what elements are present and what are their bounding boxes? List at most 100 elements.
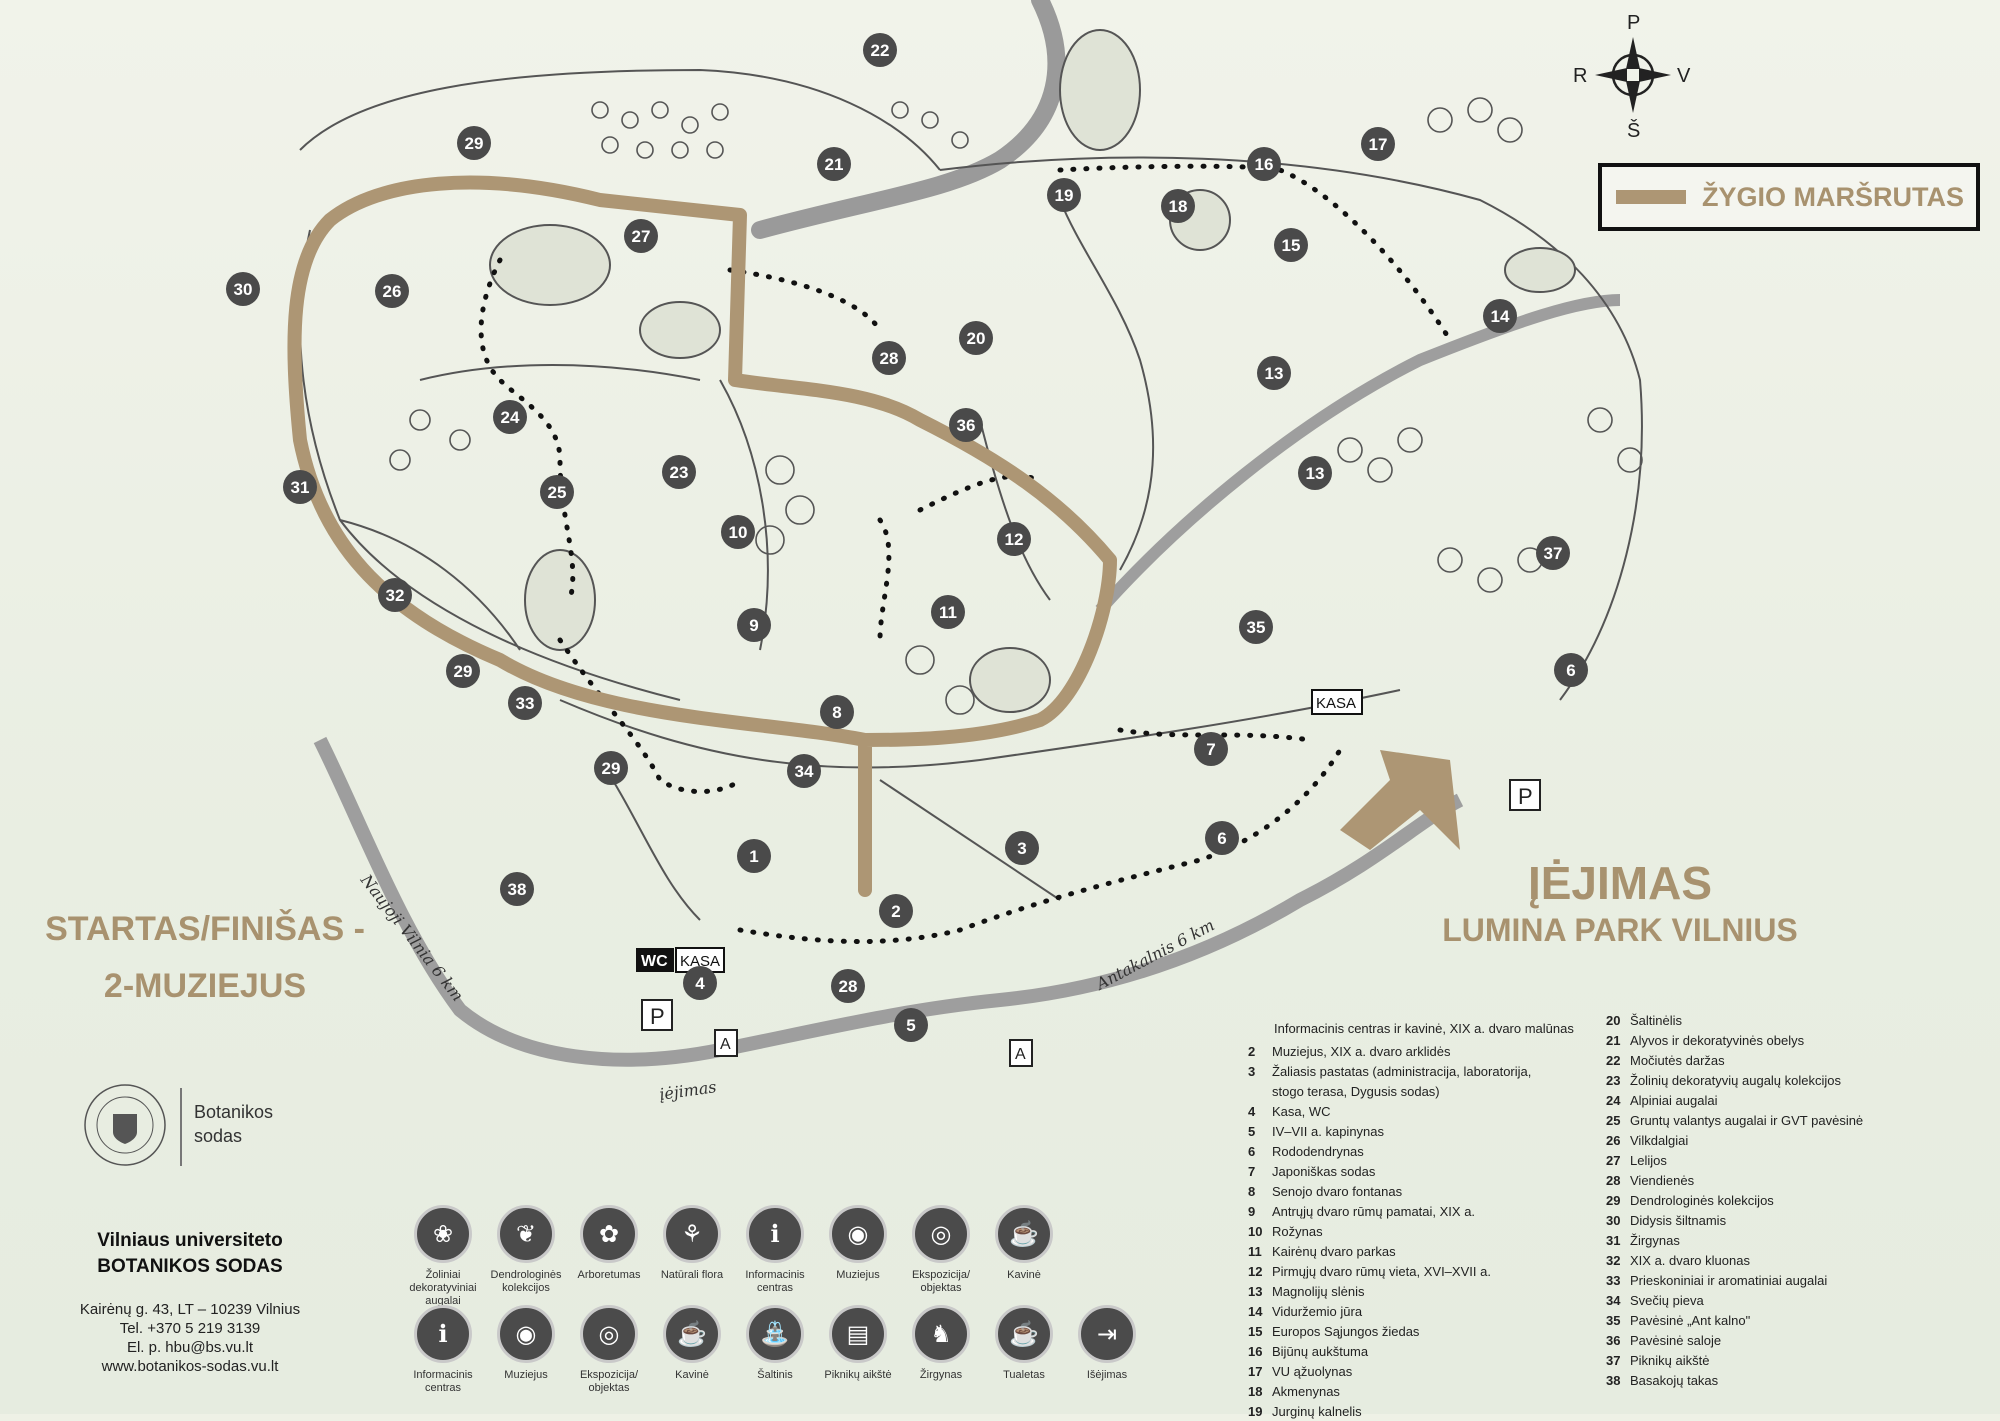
icon-legend-label: Ekspozicija/ objektas: [579, 1369, 639, 1394]
map-pin[interactable]: 31: [283, 470, 317, 504]
map-pin[interactable]: 29: [457, 126, 491, 160]
legend-list-number: 32: [1606, 1252, 1621, 1268]
map-pin[interactable]: 34: [787, 754, 821, 788]
map-pin-label: 8: [832, 703, 841, 722]
map-pin[interactable]: 19: [1047, 178, 1081, 212]
map-pin[interactable]: 36: [949, 408, 983, 442]
map-pin-circle: [997, 522, 1031, 556]
legend-list-text: Dendrologinės kolekcijos: [1630, 1192, 1774, 1208]
horse-icon: ♞: [912, 1305, 970, 1363]
map-pin[interactable]: 9: [737, 608, 771, 642]
legend-list-number: 23: [1606, 1072, 1621, 1088]
map-pin-circle: [1536, 536, 1570, 570]
map-pin[interactable]: 37: [1536, 536, 1570, 570]
map-pin[interactable]: 17: [1361, 127, 1395, 161]
legend-list-text: Muziejus, XIX a. dvaro arklidės: [1272, 1043, 1451, 1059]
legend-list-text: Jurginų kalnelis: [1272, 1403, 1362, 1419]
map-pin[interactable]: 13: [1257, 356, 1291, 390]
legend-list-text: Žaliasis pastatas (administracija, labor…: [1272, 1063, 1532, 1079]
map-pin-label: 35: [1247, 618, 1266, 637]
legend-list-text: Kairėnų dvaro parkas: [1272, 1243, 1396, 1259]
map-pin[interactable]: 10: [721, 515, 755, 549]
map-pin[interactable]: 11: [931, 595, 965, 629]
map-pin-label: 10: [729, 523, 748, 542]
map-pin-circle: [863, 33, 897, 67]
map-pin[interactable]: 4: [683, 966, 717, 1000]
map-pin[interactable]: 14: [1483, 299, 1517, 333]
map-pin[interactable]: 7: [1194, 732, 1228, 766]
map-pin[interactable]: 3: [1005, 831, 1039, 865]
map-pin[interactable]: 30: [226, 272, 260, 306]
icon-legend-item: ☕Kavinė: [649, 1305, 735, 1382]
map-pin[interactable]: 25: [540, 475, 574, 509]
map-pin[interactable]: 33: [508, 686, 542, 720]
map-pin-label: 29: [454, 662, 473, 681]
map-pin[interactable]: 16: [1247, 147, 1281, 181]
map-pin-label: 24: [501, 408, 520, 427]
map-pin[interactable]: 23: [662, 455, 696, 489]
svg-text:A: A: [1015, 1046, 1026, 1063]
map-pin-label: 34: [795, 762, 814, 781]
map-pin-circle: [500, 872, 534, 906]
map-pin[interactable]: 15: [1274, 228, 1308, 262]
map-pin[interactable]: 1: [737, 839, 771, 873]
map-pin[interactable]: 38: [500, 872, 534, 906]
legend-list-item: 29 Dendrologinės kolekcijos: [1606, 1190, 1986, 1210]
legend-list-text: Kasa, WC: [1272, 1103, 1331, 1119]
map-pin[interactable]: 20: [959, 321, 993, 355]
map-pin[interactable]: 35: [1239, 610, 1273, 644]
map-pin[interactable]: 24: [493, 400, 527, 434]
map-pin[interactable]: 8: [820, 695, 854, 729]
map-pin-circle: [737, 608, 771, 642]
logo-divider: [180, 1088, 182, 1166]
map-pin[interactable]: 22: [863, 33, 897, 67]
map-pin[interactable]: 12: [997, 522, 1031, 556]
map-pin-label: 1: [749, 847, 758, 866]
legend-list-text: Bijūnų aukštuma: [1272, 1343, 1369, 1359]
legend-list-number: 38: [1606, 1372, 1621, 1388]
eye-icon: ◎: [912, 1205, 970, 1263]
map-pin-circle: [1274, 228, 1308, 262]
legend-list-number: 12: [1248, 1263, 1263, 1279]
map-pin[interactable]: 26: [375, 274, 409, 308]
map-pin[interactable]: 13: [1298, 456, 1332, 490]
contact-tel: Tel. +370 5 219 3139: [119, 1320, 261, 1337]
map-pin[interactable]: 28: [831, 969, 865, 1003]
legend-list-number: 29: [1606, 1192, 1621, 1208]
legend-list-number: 37: [1606, 1352, 1621, 1368]
map-pin[interactable]: 5: [894, 1008, 928, 1042]
map-pin[interactable]: 21: [817, 147, 851, 181]
legend-list-text: VU ąžuolynas: [1272, 1363, 1353, 1379]
map-pin[interactable]: 6: [1554, 653, 1588, 687]
arboretum-icon: ✿: [580, 1205, 638, 1263]
contact-web[interactable]: www.botanikos-sodas.vu.lt: [101, 1358, 279, 1375]
map-pin[interactable]: 29: [446, 654, 480, 688]
icon-legend-item: ⚘Natūrali flora: [649, 1205, 735, 1282]
map-pin-circle: [787, 754, 821, 788]
map-pin-circle: [540, 475, 574, 509]
map-pin-label: 13: [1265, 364, 1284, 383]
icon-legend-label: Arboretumas: [577, 1269, 641, 1281]
map-pin-label: 13: [1306, 464, 1325, 483]
map-pin[interactable]: 27: [624, 219, 658, 253]
map-pin[interactable]: 6: [1205, 821, 1239, 855]
map-pin[interactable]: 18: [1161, 189, 1195, 223]
map-pin[interactable]: 29: [594, 751, 628, 785]
map-pin[interactable]: 28: [872, 341, 906, 375]
legend-list-number: 8: [1248, 1183, 1256, 1199]
icon-legend-label: Natūrali flora: [660, 1269, 724, 1281]
map-pin[interactable]: 32: [378, 578, 412, 612]
map-pin[interactable]: 2: [879, 894, 913, 928]
map-pin-circle: [820, 695, 854, 729]
